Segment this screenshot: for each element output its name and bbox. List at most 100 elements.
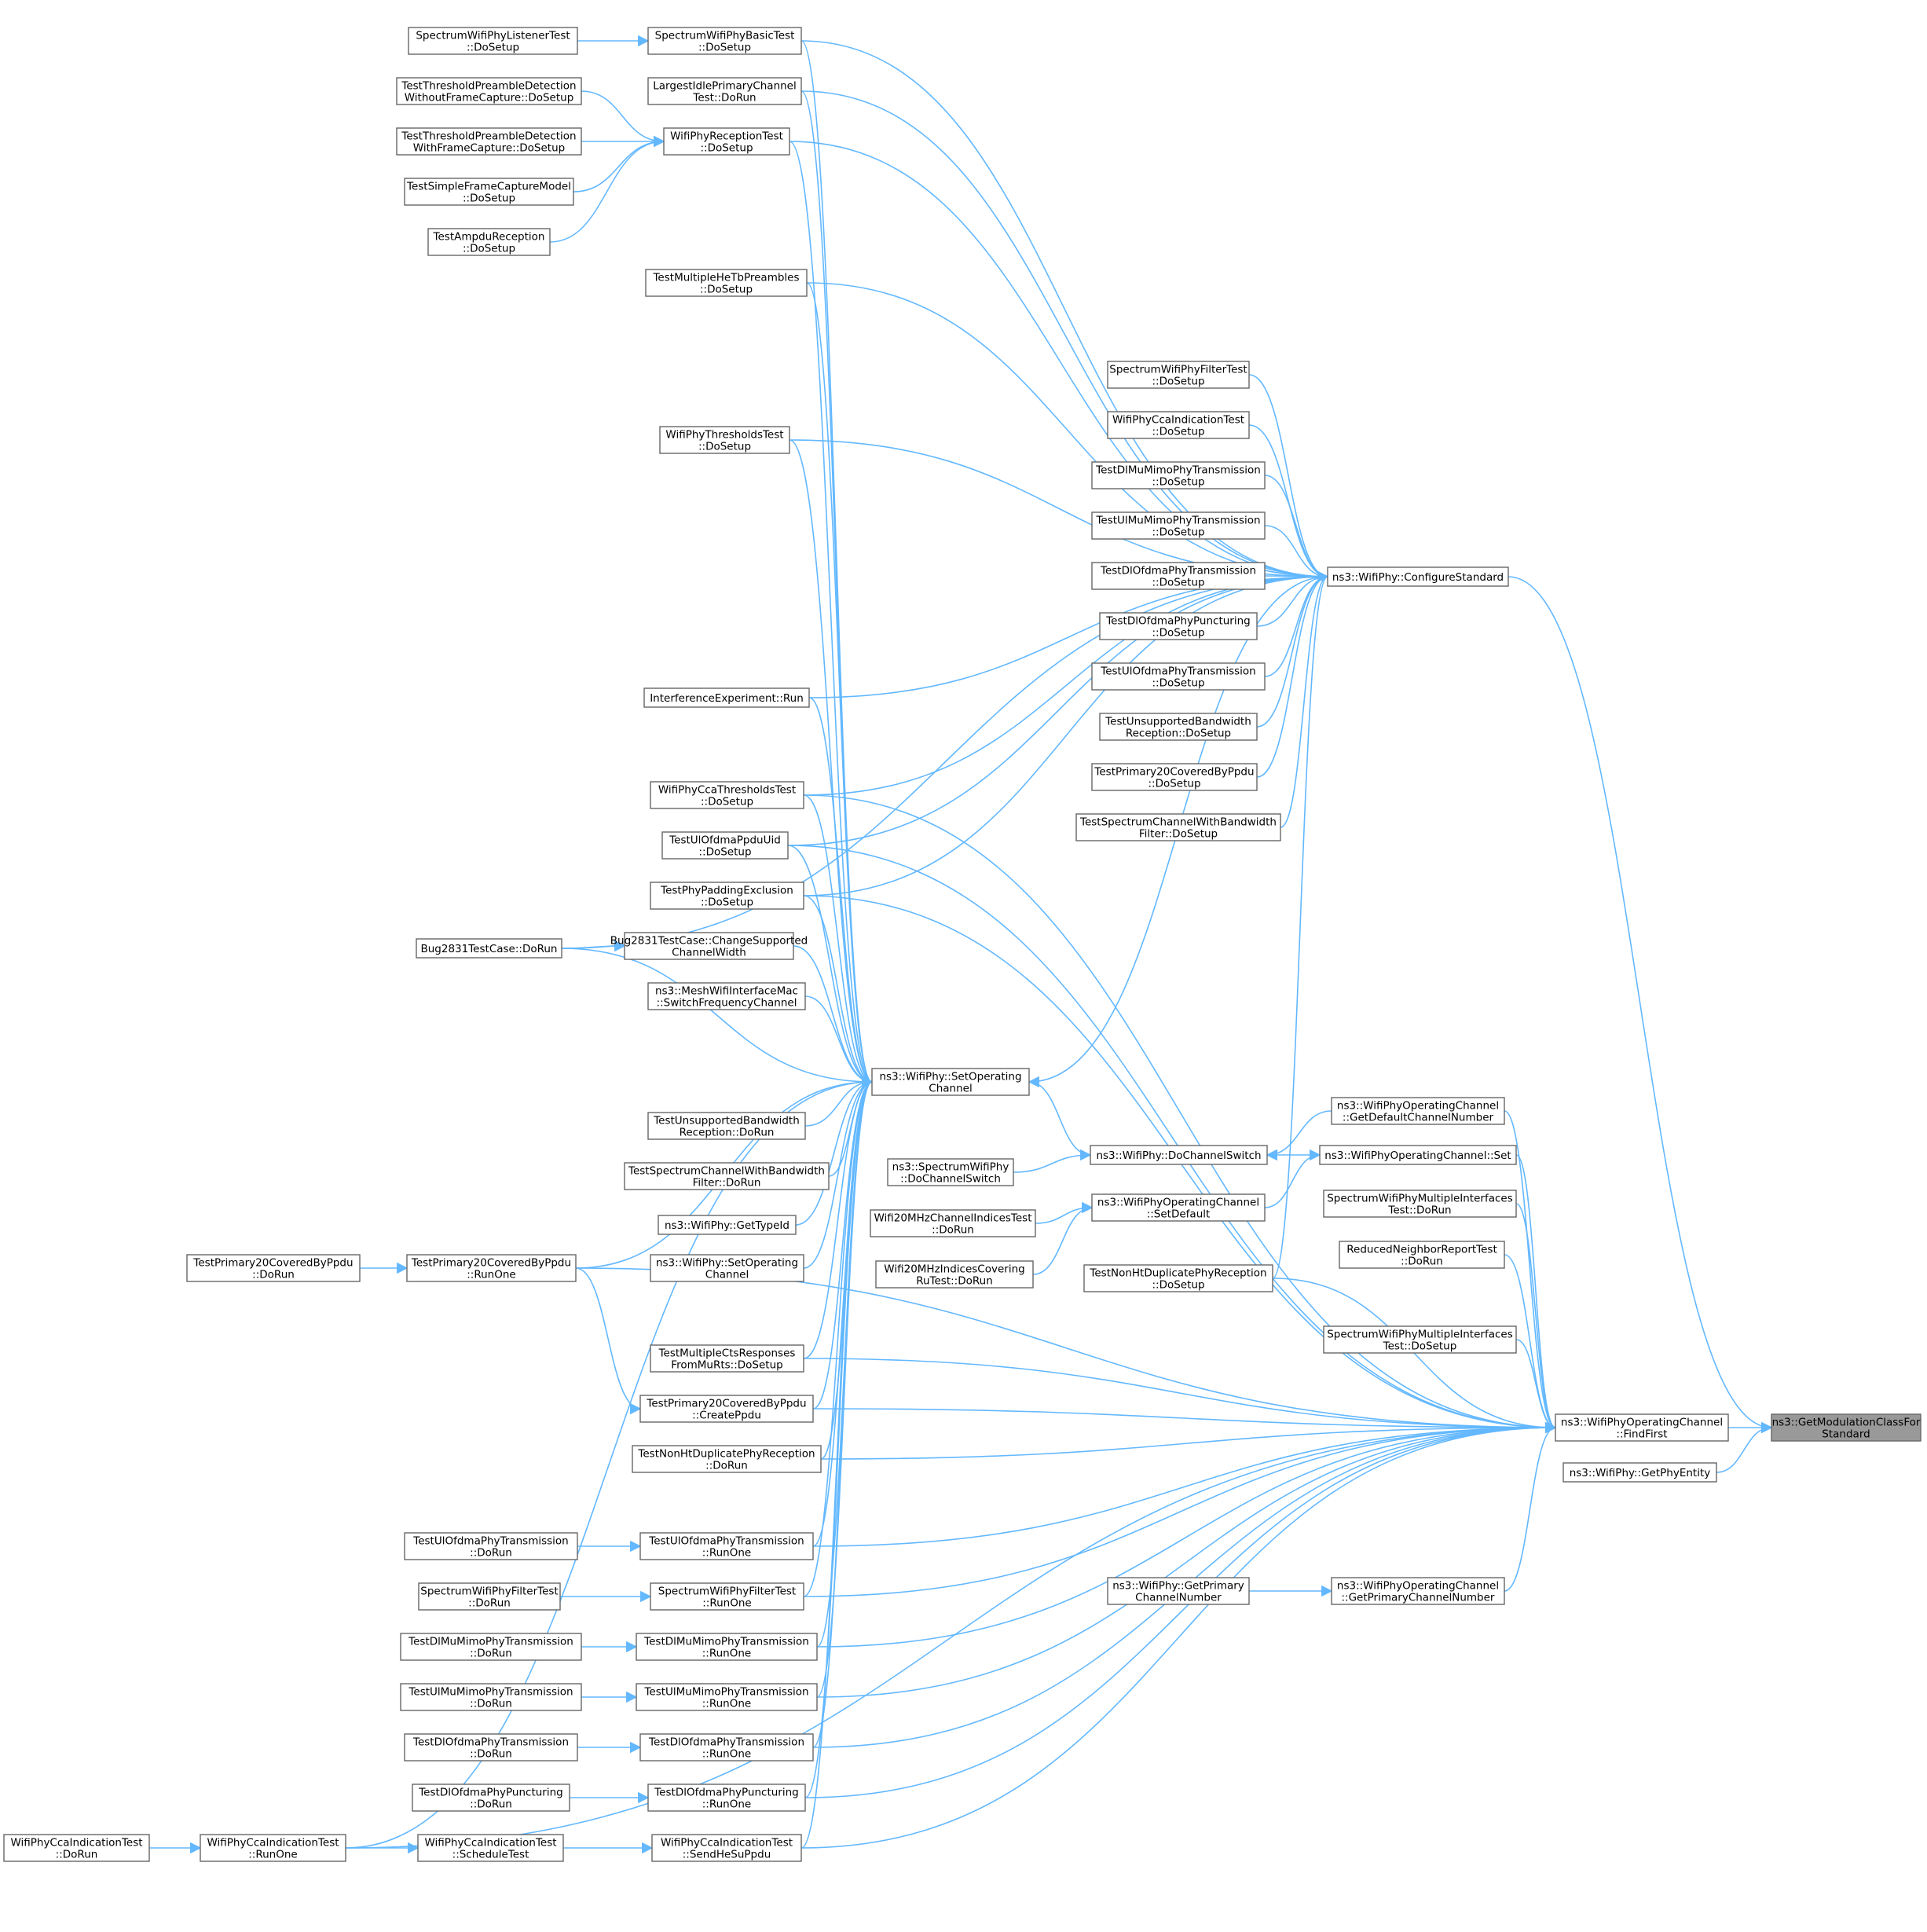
node-rednbr[interactable]: ReducedNeighborReportTest::DoRun: [1339, 1241, 1505, 1269]
node-box[interactable]: [412, 1784, 570, 1812]
node-box[interactable]: [661, 831, 789, 860]
node-box[interactable]: [1090, 1145, 1268, 1165]
node-ccaindsetup[interactable]: WifiPhyCcaIndicationTest::DoSetup: [1107, 411, 1250, 439]
node-dlpuncsetup[interactable]: TestDlOfdmaPhyPuncturing::DoSetup: [1099, 612, 1258, 640]
node-ccaindrunone[interactable]: WifiPhyCcaIndicationTest::RunOne: [200, 1834, 346, 1862]
node-dlmumimodorun[interactable]: TestDlMuMimoPhyTransmission::DoRun: [400, 1633, 582, 1661]
node-box[interactable]: [663, 127, 790, 156]
node-specbwfiltersetup[interactable]: TestSpectrumChannelWithBandwidthFilter::…: [1075, 813, 1281, 841]
node-box[interactable]: [1107, 1577, 1250, 1605]
node-ulofdmadorun[interactable]: TestUlOfdmaPhyTransmission::DoRun: [404, 1532, 578, 1560]
node-multicts[interactable]: TestMultipleCtsResponsesFromMuRts::DoSet…: [650, 1344, 804, 1373]
node-getdefch[interactable]: ns3::WifiPhyOperatingChannel::GetDefault…: [1331, 1097, 1505, 1125]
node-box[interactable]: [186, 1254, 361, 1282]
node-box[interactable]: [650, 1582, 804, 1611]
node-ulofdmasetup[interactable]: TestUlOfdmaPhyTransmission::DoSetup: [1091, 662, 1266, 691]
node-box[interactable]: [408, 27, 578, 55]
node-box[interactable]: [643, 687, 810, 708]
node-box[interactable]: [400, 1633, 582, 1661]
node-box[interactable]: [1099, 713, 1258, 741]
node-dlofdmasetup[interactable]: TestDlOfdmaPhyTransmission::DoSetup: [1091, 562, 1266, 590]
node-prim20runone[interactable]: TestPrimary20CoveredByPpdu::RunOne: [406, 1254, 577, 1282]
node-getphyentity[interactable]: ns3::WifiPhy::GetPhyEntity: [1562, 1462, 1717, 1483]
node-box[interactable]: [1075, 813, 1281, 841]
node-box[interactable]: [650, 781, 804, 809]
node-ulmumimodorun[interactable]: TestUlMuMimoPhyTransmission::DoRun: [400, 1683, 582, 1711]
node-opset[interactable]: ns3::WifiPhyOperatingChannel::Set: [1319, 1145, 1517, 1165]
node-box[interactable]: [1083, 1264, 1273, 1292]
node-ulppduuid[interactable]: TestUlOfdmaPpduUid::DoSetup: [661, 831, 789, 860]
node-box[interactable]: [1771, 1413, 1922, 1442]
node-ccaindsched[interactable]: WifiPhyCcaIndicationTest::ScheduleTest: [417, 1834, 564, 1862]
node-box[interactable]: [418, 1582, 561, 1611]
node-box[interactable]: [651, 1834, 802, 1862]
node-box[interactable]: [659, 426, 790, 454]
node-ccaindsend[interactable]: WifiPhyCcaIndicationTest::SendHeSuPpdu: [651, 1834, 802, 1862]
node-box[interactable]: [1091, 511, 1266, 540]
node-dochsw[interactable]: ns3::WifiPhy::DoChannelSwitch: [1090, 1145, 1268, 1165]
node-box[interactable]: [647, 77, 802, 105]
node-box[interactable]: [1107, 361, 1250, 389]
node-box[interactable]: [647, 1784, 806, 1812]
node-box[interactable]: [427, 228, 551, 256]
node-bug2831[interactable]: Bug2831TestCase::DoRun: [416, 938, 562, 959]
node-box[interactable]: [1331, 1097, 1505, 1125]
node-dlpuncrunone[interactable]: TestDlOfdmaPhyPuncturing::RunOne: [647, 1784, 806, 1812]
node-box[interactable]: [650, 882, 804, 910]
node-box[interactable]: [3, 1834, 150, 1862]
node-box[interactable]: [1339, 1241, 1505, 1269]
node-box[interactable]: [639, 1532, 814, 1560]
node-box[interactable]: [200, 1834, 346, 1862]
node-box[interactable]: [1091, 562, 1266, 590]
node-box[interactable]: [870, 1209, 1036, 1237]
node-recvtestsetup[interactable]: WifiPhyReceptionTest::DoSetup: [663, 127, 790, 156]
node-specmultisetup[interactable]: SpectrumWifiPhyMultipleInterfacesTest::D…: [1323, 1325, 1517, 1354]
node-box[interactable]: [871, 1068, 1030, 1096]
node-box[interactable]: [636, 1683, 818, 1711]
node-getprimch[interactable]: ns3::WifiPhyOperatingChannel::GetPrimary…: [1331, 1577, 1505, 1605]
node-box[interactable]: [645, 269, 808, 297]
node-box[interactable]: [650, 1344, 804, 1373]
node-box[interactable]: [636, 1633, 818, 1661]
node-dlmumimorunone[interactable]: TestDlMuMimoPhyTransmission::RunOne: [636, 1633, 818, 1661]
node-box[interactable]: [650, 1254, 804, 1282]
node-box[interactable]: [647, 27, 802, 55]
node-box[interactable]: [1091, 1193, 1266, 1222]
node-box[interactable]: [1091, 662, 1266, 691]
node-box[interactable]: [632, 1445, 822, 1473]
node-box[interactable]: [1107, 411, 1250, 439]
node-prim20dorun[interactable]: TestPrimary20CoveredByPpdu::DoRun: [186, 1254, 361, 1282]
node-ampdu[interactable]: TestAmpduReception::DoSetup: [427, 228, 551, 256]
node-specfilterrunone[interactable]: SpectrumWifiPhyFilterTest::RunOne: [650, 1582, 804, 1611]
node-box[interactable]: [416, 938, 562, 959]
node-specfiltersetup[interactable]: SpectrumWifiPhyFilterTest::DoSetup: [1107, 361, 1250, 389]
node-box[interactable]: [875, 1260, 1034, 1289]
node-box[interactable]: [404, 1532, 578, 1560]
node-dlofdmarunone[interactable]: TestDlOfdmaPhyTransmission::RunOne: [639, 1733, 814, 1762]
node-box[interactable]: [1099, 612, 1258, 640]
node-specfilterdorun[interactable]: SpectrumWifiPhyFilterTest::DoRun: [418, 1582, 561, 1611]
node-thrwithout[interactable]: TestThresholdPreambleDetectionWithoutFra…: [396, 77, 582, 105]
node-box[interactable]: [417, 1834, 564, 1862]
node-box[interactable]: [647, 982, 806, 1010]
node-box[interactable]: [1091, 461, 1266, 489]
node-padding[interactable]: TestPhyPaddingExclusion::DoSetup: [650, 882, 804, 910]
node-box[interactable]: [1323, 1190, 1517, 1218]
node-thrwith[interactable]: TestThresholdPreambleDetectionWithFrameC…: [396, 127, 582, 156]
node-box[interactable]: [1331, 1577, 1505, 1605]
node-specbasicsetup[interactable]: SpectrumWifiPhyBasicTest::DoSetup: [647, 27, 802, 55]
node-box[interactable]: [406, 1254, 577, 1282]
node-prim20createppdu[interactable]: TestPrimary20CoveredByPpdu::CreatePpdu: [639, 1395, 814, 1423]
node-phygetprim[interactable]: ns3::WifiPhy::GetPrimaryChannelNumber: [1107, 1577, 1250, 1605]
node-box[interactable]: [1319, 1145, 1517, 1165]
node-box[interactable]: [639, 1395, 814, 1423]
node-box[interactable]: [404, 178, 574, 206]
node-nonhtduprun[interactable]: TestNonHtDuplicatePhyReception::DoRun: [632, 1445, 822, 1473]
node-multihetb[interactable]: TestMultipleHeTbPreambles::DoSetup: [645, 269, 808, 297]
node-ulmumimosetup[interactable]: TestUlMuMimoPhyTransmission::DoSetup: [1091, 511, 1266, 540]
